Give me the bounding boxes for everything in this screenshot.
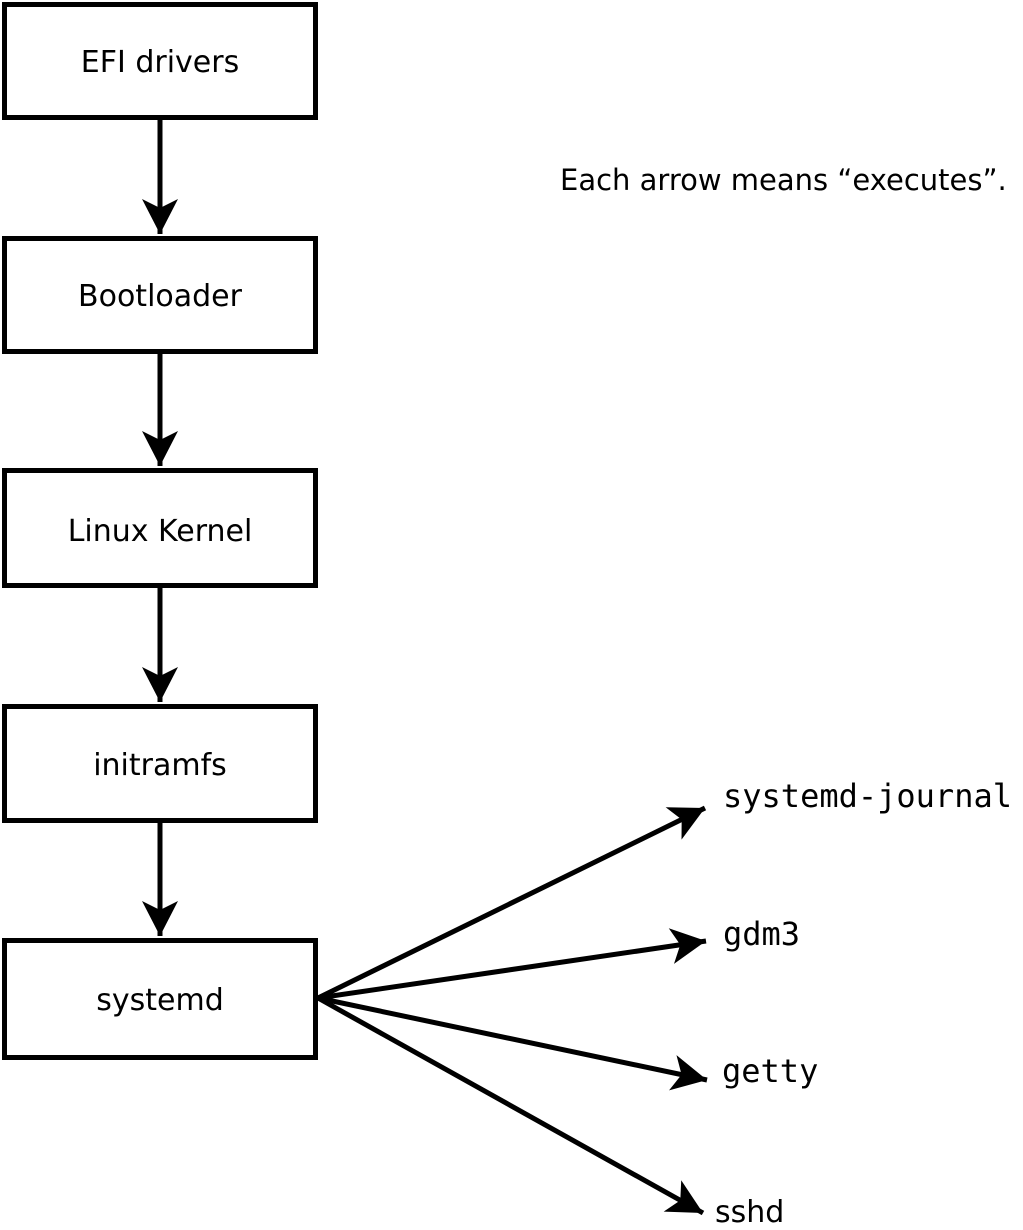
arrow-systemd-to-systemd-journal xyxy=(316,805,707,1001)
box-linux-kernel xyxy=(2,468,318,588)
box-label-systemd: systemd xyxy=(96,983,224,1018)
box-label-linux-kernel: Linux Kernel xyxy=(68,514,253,549)
label-gdm3: gdm3 xyxy=(723,915,800,953)
arrow-systemd-to-gdm3 xyxy=(317,928,707,1001)
label-getty: getty xyxy=(722,1052,818,1090)
arrow-systemd-to-sshd xyxy=(316,995,705,1216)
arrow-systemd-to-getty xyxy=(317,995,708,1091)
annotation-text: Each arrow means “executes”. xyxy=(560,163,1007,197)
box-efi-drivers xyxy=(2,2,318,120)
box-bootloader xyxy=(2,236,318,354)
box-label-initramfs: initramfs xyxy=(93,748,227,783)
label-sshd: sshd xyxy=(715,1195,784,1230)
box-label-bootloader: Bootloader xyxy=(78,279,243,314)
box-label-efi-drivers: EFI drivers xyxy=(81,45,239,80)
box-systemd xyxy=(2,938,318,1060)
box-initramfs xyxy=(2,704,318,823)
label-systemd-journal: systemd-journal xyxy=(723,777,1012,815)
